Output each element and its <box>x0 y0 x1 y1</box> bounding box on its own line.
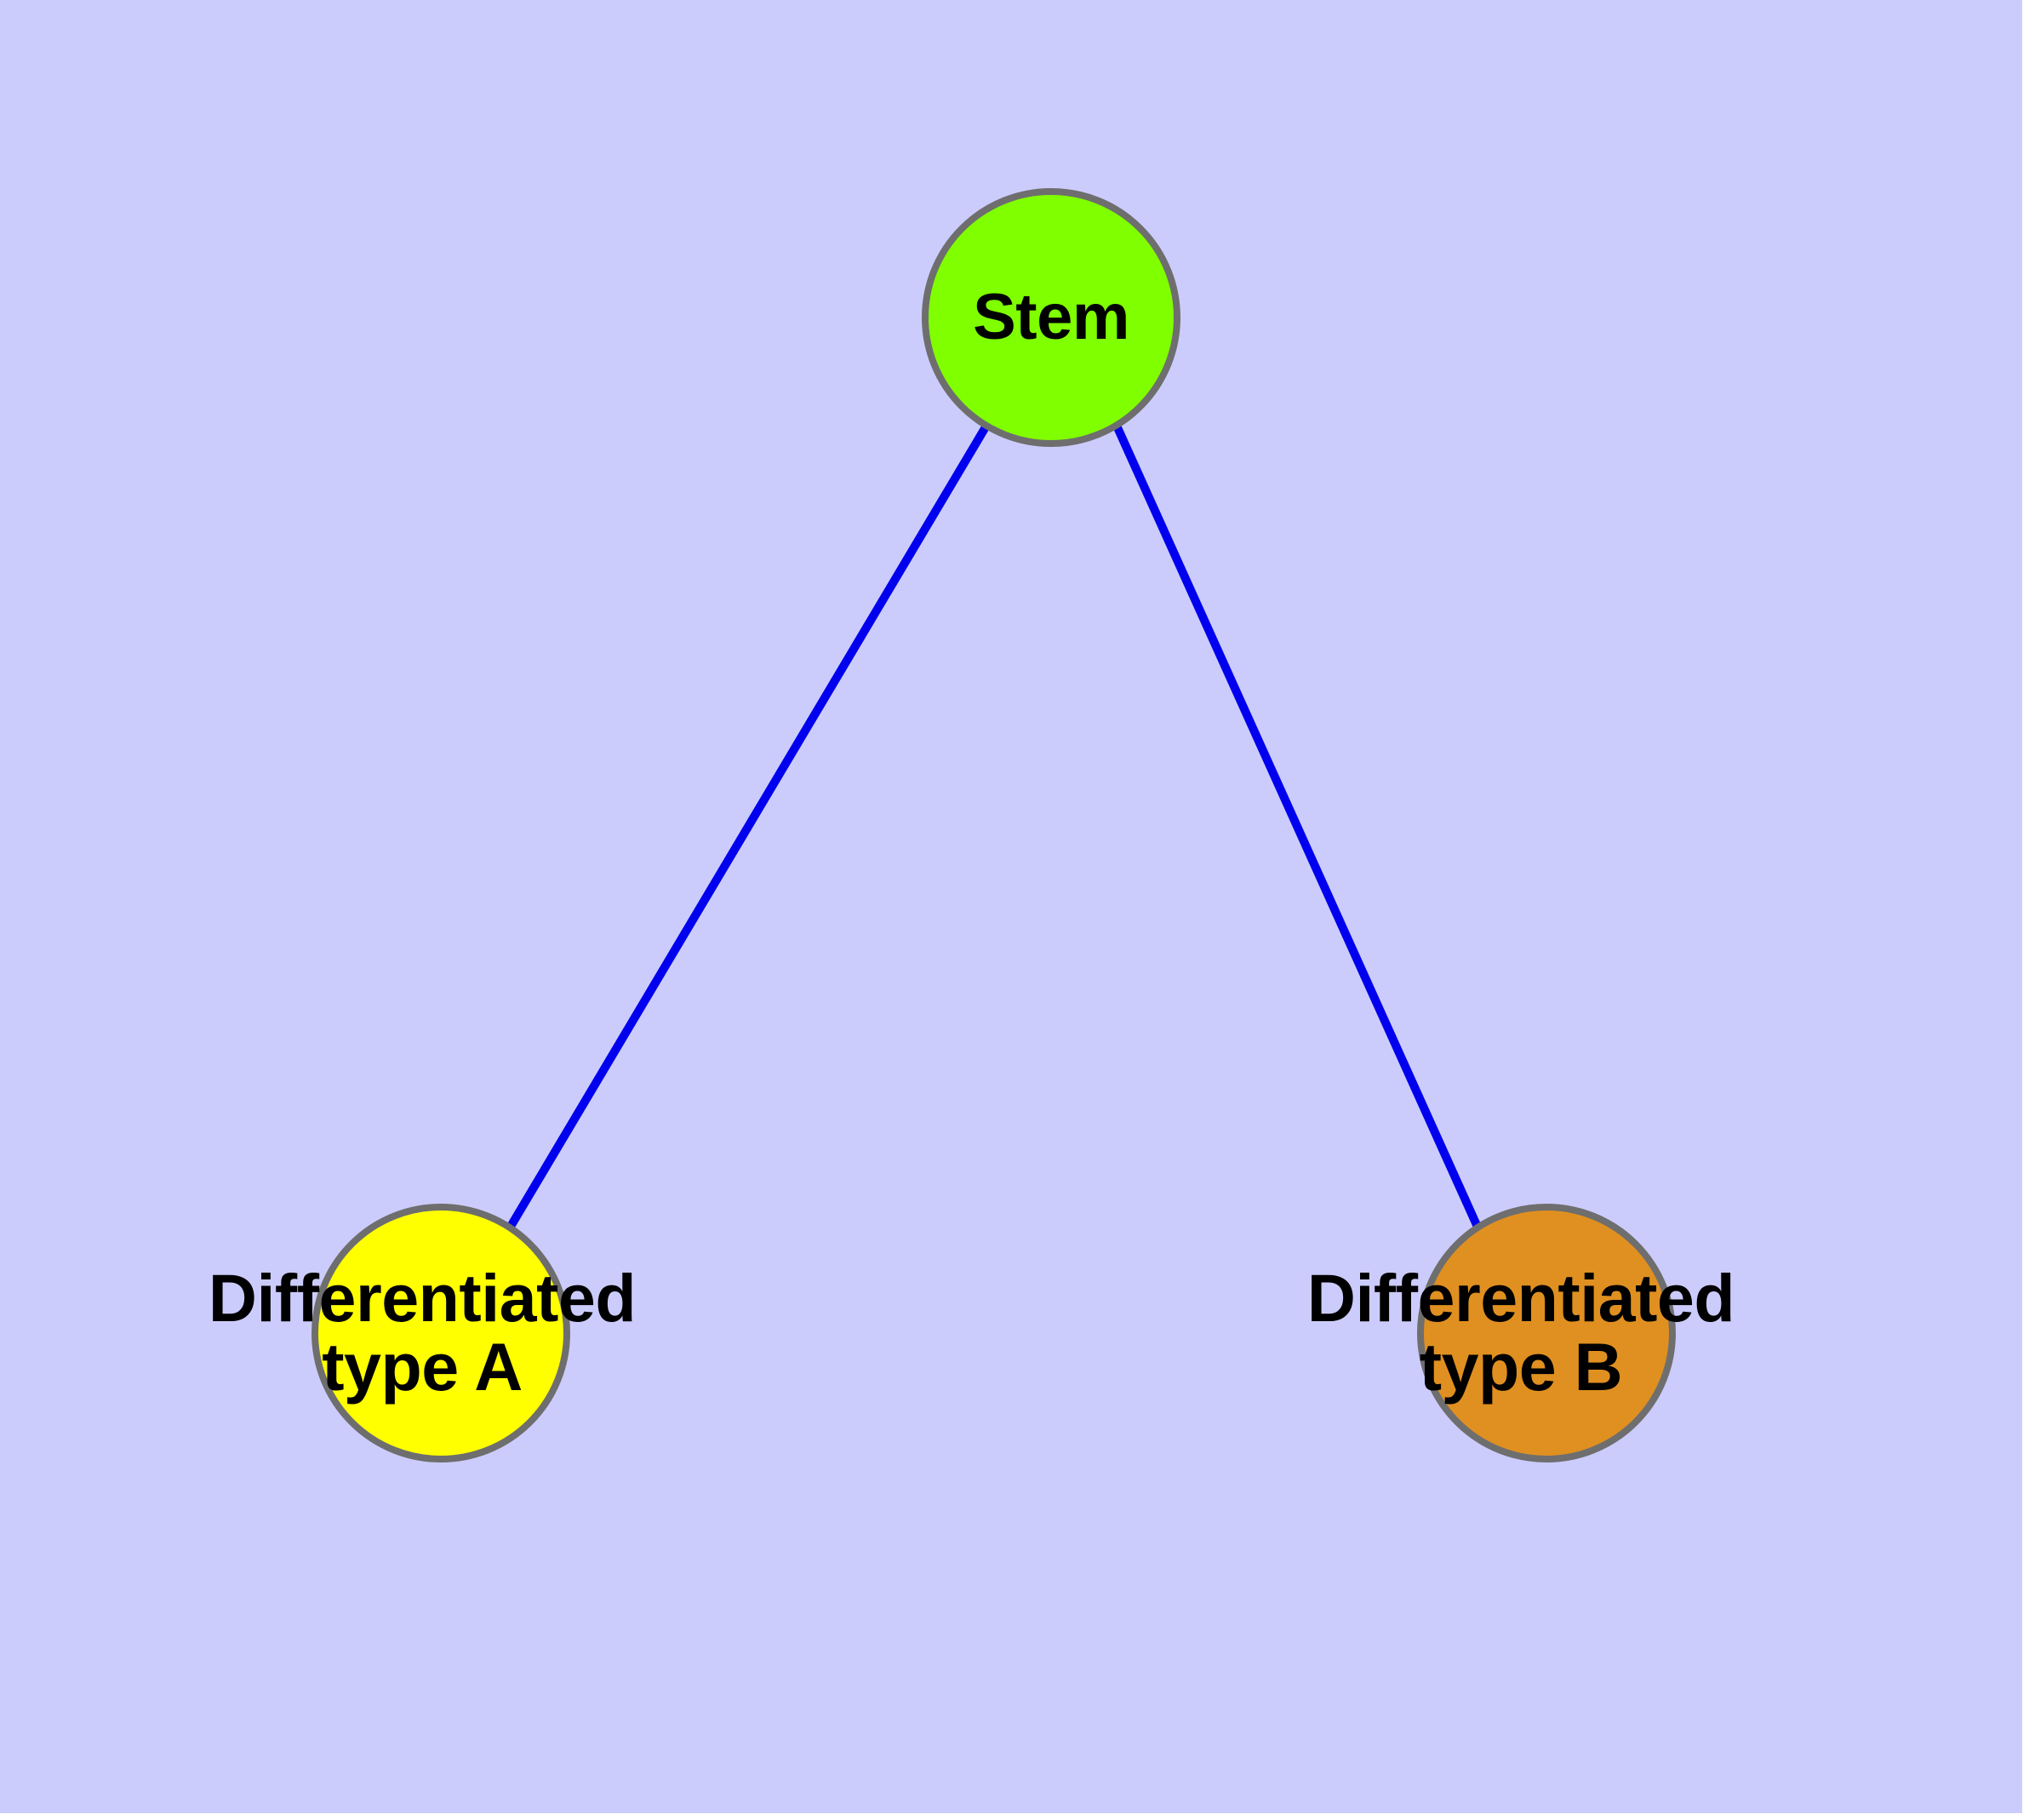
edge-stem-to-differentiated-type-a[interactable] <box>507 421 991 1229</box>
edge-stem-to-differentiated-type-b[interactable] <box>1112 421 1481 1229</box>
node-differentiated-type-a[interactable] <box>311 1204 570 1462</box>
node-differentiated-type-b[interactable] <box>1417 1204 1676 1462</box>
node-stem[interactable] <box>922 188 1180 447</box>
edge-layer <box>507 421 1481 1229</box>
node-layer <box>311 188 1676 1462</box>
